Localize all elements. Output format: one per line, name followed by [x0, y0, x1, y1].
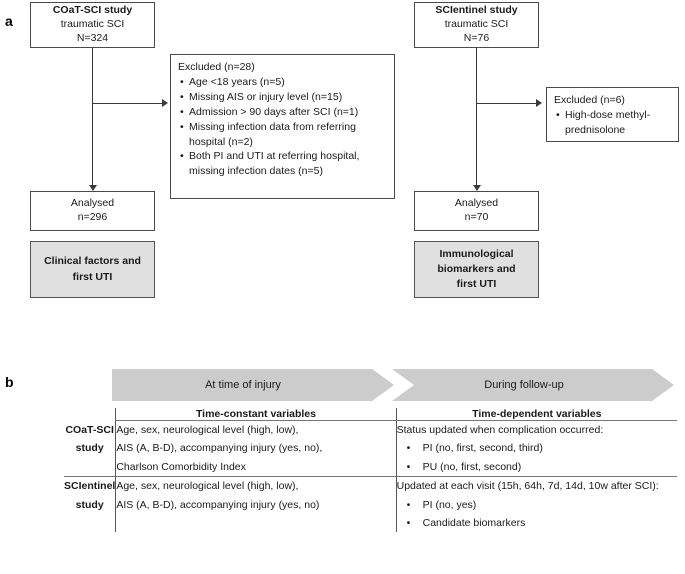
table-row: COaT-SCI study Age, sex, neurological le… [64, 420, 677, 477]
row-study-label-scisentinel: SCIentinel study [64, 476, 116, 533]
variables-table: Time-constant variables Time-dependent v… [64, 408, 677, 533]
row-study-line2: study [75, 498, 104, 511]
coat-down-arrowhead [88, 185, 97, 191]
cell-time-dependent-scisentinel: Updated at each visit (15h, 64h, 7d, 14d… [395, 476, 677, 533]
row-study-label-coat: COaT-SCI study [64, 421, 116, 477]
coat-source-title: COaT-SCI study [52, 4, 133, 17]
coat-exclusion-connector [92, 103, 164, 105]
cell-list: PI (no, yes) Candidate biomarkers [397, 496, 677, 533]
coat-source-line3: N=324 [76, 31, 109, 44]
table-header-time-dependent: Time-dependent variables [395, 408, 677, 421]
cell-intro: Updated at each visit (15h, 64h, 7d, 14d… [396, 480, 659, 493]
list-item: Age <18 years (n=5) [180, 75, 388, 90]
scisentinel-exclusion-arrowhead [536, 99, 542, 107]
list-item: PI (no, yes) [407, 496, 677, 515]
table-header-row: Time-constant variables Time-dependent v… [64, 408, 677, 421]
coat-source-box: COaT-SCI study traumatic SCI N=324 [30, 2, 155, 48]
cell-line: Charlson Comorbidity Index [116, 460, 246, 473]
cell-line: AIS (A, B-D), accompanying injury (yes, … [116, 442, 323, 455]
cell-line: Age, sex, neurological level (high, low)… [116, 424, 299, 436]
banner-during-follow-up: During follow-up [392, 369, 674, 401]
cell-intro: Status updated when complication occurre… [396, 424, 604, 436]
coat-analysed-box: Analysed n=296 [30, 191, 155, 231]
scisentinel-excluded-heading: Excluded (n=6) [554, 94, 625, 106]
list-item: High-dose methyl-prednisolone [556, 108, 672, 138]
list-item: Candidate biomarkers [407, 514, 677, 533]
coat-outcome-line1: Clinical factors and [44, 255, 141, 268]
banner-label: During follow-up [484, 379, 564, 391]
cell-list: PI (no, first, second, third) PU (no, fi… [397, 439, 677, 476]
coat-vertical-connector [92, 48, 94, 187]
cell-line: Age, sex, neurological level (high, low)… [116, 480, 299, 493]
scisentinel-analysed-line1: Analysed [454, 197, 499, 210]
list-item: PU (no, first, second) [407, 458, 677, 477]
table-header-time-constant: Time-constant variables [115, 408, 397, 421]
coat-excluded-list: Age <18 years (n=5) Missing AIS or injur… [178, 75, 388, 179]
banner-at-time-of-injury: At time of injury [112, 369, 394, 401]
coat-excluded-heading: Excluded (n=28) [178, 61, 255, 73]
scisentinel-excluded-list: High-dose methyl-prednisolone [554, 108, 672, 138]
row-study-line1: COaT-SCI [65, 423, 114, 436]
scisentinel-vertical-connector [476, 48, 478, 187]
scisentinel-outcome-line1: Immunological [439, 247, 514, 260]
coat-analysed-line2: n=296 [77, 211, 108, 223]
row-study-line1: SCIentinel [64, 480, 116, 493]
table-header-blank [64, 408, 116, 421]
coat-outcome-box: Clinical factors and first UTI [30, 241, 155, 298]
list-item: Missing AIS or injury level (n=15) [180, 90, 388, 105]
coat-exclusion-arrowhead [162, 99, 168, 107]
banner-label: At time of injury [205, 379, 281, 391]
scisentinel-source-line2: traumatic SCI [444, 18, 509, 31]
scisentinel-excluded-box: Excluded (n=6) High-dose methyl-predniso… [546, 87, 679, 142]
scisentinel-source-line3: N=76 [463, 31, 490, 44]
panel-a-letter: a [5, 13, 13, 29]
list-item: PI (no, first, second, third) [407, 439, 677, 458]
scisentinel-source-box: SCIentinel study traumatic SCI N=76 [414, 2, 539, 48]
list-item: Missing infection data from referring ho… [180, 120, 388, 150]
scisentinel-outcome-line3: first UTI [456, 278, 497, 291]
list-item: Admission > 90 days after SCI (n=1) [180, 105, 388, 120]
scisentinel-source-title: SCIentinel study [435, 4, 518, 17]
panel-b-letter: b [5, 374, 14, 390]
scisentinel-down-arrowhead [472, 185, 481, 191]
scisentinel-exclusion-connector [476, 103, 538, 105]
scisentinel-analysed-box: Analysed n=70 [414, 191, 539, 231]
scisentinel-analysed-line2: n=70 [464, 211, 489, 223]
scisentinel-outcome-box: Immunological biomarkers and first UTI [414, 241, 539, 298]
coat-outcome-line2: first UTI [72, 270, 113, 283]
cell-time-dependent-coat: Status updated when complication occurre… [395, 420, 677, 477]
cell-time-constant-scisentinel: Age, sex, neurological level (high, low)… [115, 476, 397, 533]
row-study-line2: study [75, 441, 104, 454]
cell-line: AIS (A, B-D), accompanying injury (yes, … [116, 498, 320, 511]
list-item: Both PI and UTI at referring hospital, m… [180, 149, 388, 179]
table-row: SCIentinel study Age, sex, neurological … [64, 476, 677, 533]
coat-excluded-box: Excluded (n=28) Age <18 years (n=5) Miss… [170, 54, 395, 199]
coat-source-line2: traumatic SCI [60, 18, 125, 31]
cell-time-constant-coat: Age, sex, neurological level (high, low)… [115, 420, 397, 477]
scisentinel-outcome-line2: biomarkers and [437, 262, 516, 275]
coat-analysed-line1: Analysed [70, 197, 115, 210]
